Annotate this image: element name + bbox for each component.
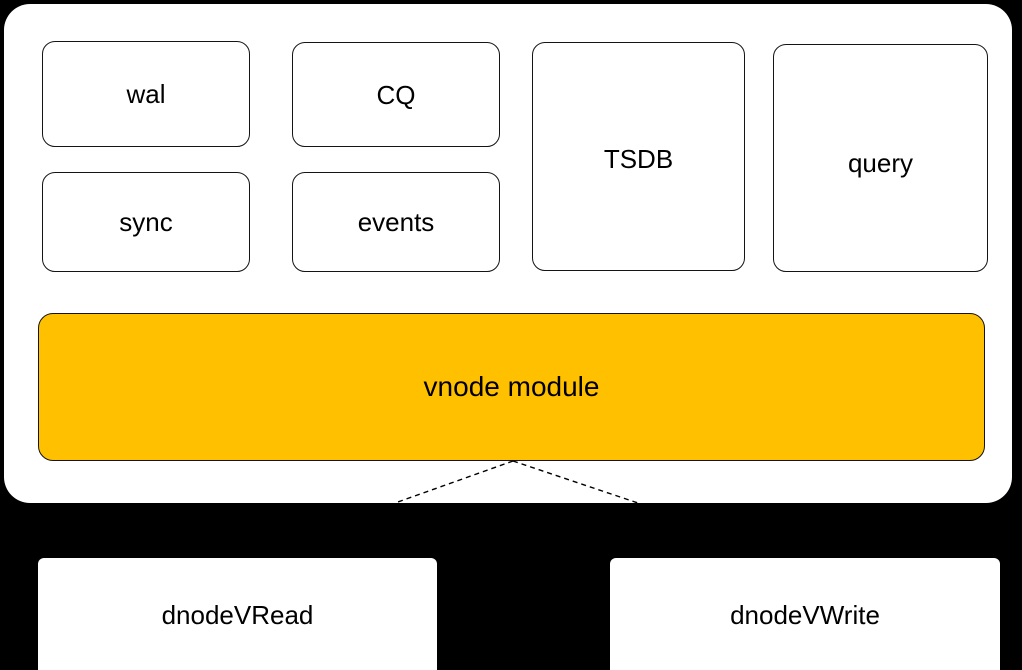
module-box-tsdb[interactable]: TSDB bbox=[532, 42, 745, 271]
dnode-label-dnodevread: dnodeVRead bbox=[161, 600, 314, 630]
module-box-wal[interactable]: wal bbox=[42, 41, 250, 147]
dnode-box-dnodevwrite[interactable]: dnodeVWrite bbox=[610, 558, 1000, 670]
module-label-sync: sync bbox=[119, 207, 173, 237]
module-box-query[interactable]: query bbox=[773, 44, 988, 272]
module-box-events[interactable]: events bbox=[292, 172, 500, 272]
dnode-box-dnodevread[interactable]: dnodeVRead bbox=[38, 558, 437, 670]
module-box-cq[interactable]: CQ bbox=[292, 42, 500, 147]
module-label-events: events bbox=[357, 207, 435, 237]
module-label-tsdb: TSDB bbox=[603, 144, 674, 174]
vnode-module-bar[interactable]: vnode module bbox=[38, 313, 985, 461]
module-label-query: query bbox=[847, 148, 914, 178]
vnode-module-label: vnode module bbox=[423, 371, 600, 402]
module-label-wal: wal bbox=[126, 79, 166, 109]
module-box-sync[interactable]: sync bbox=[42, 172, 250, 272]
dnode-label-dnodevwrite: dnodeVWrite bbox=[730, 600, 880, 630]
module-label-cq: CQ bbox=[376, 79, 416, 110]
